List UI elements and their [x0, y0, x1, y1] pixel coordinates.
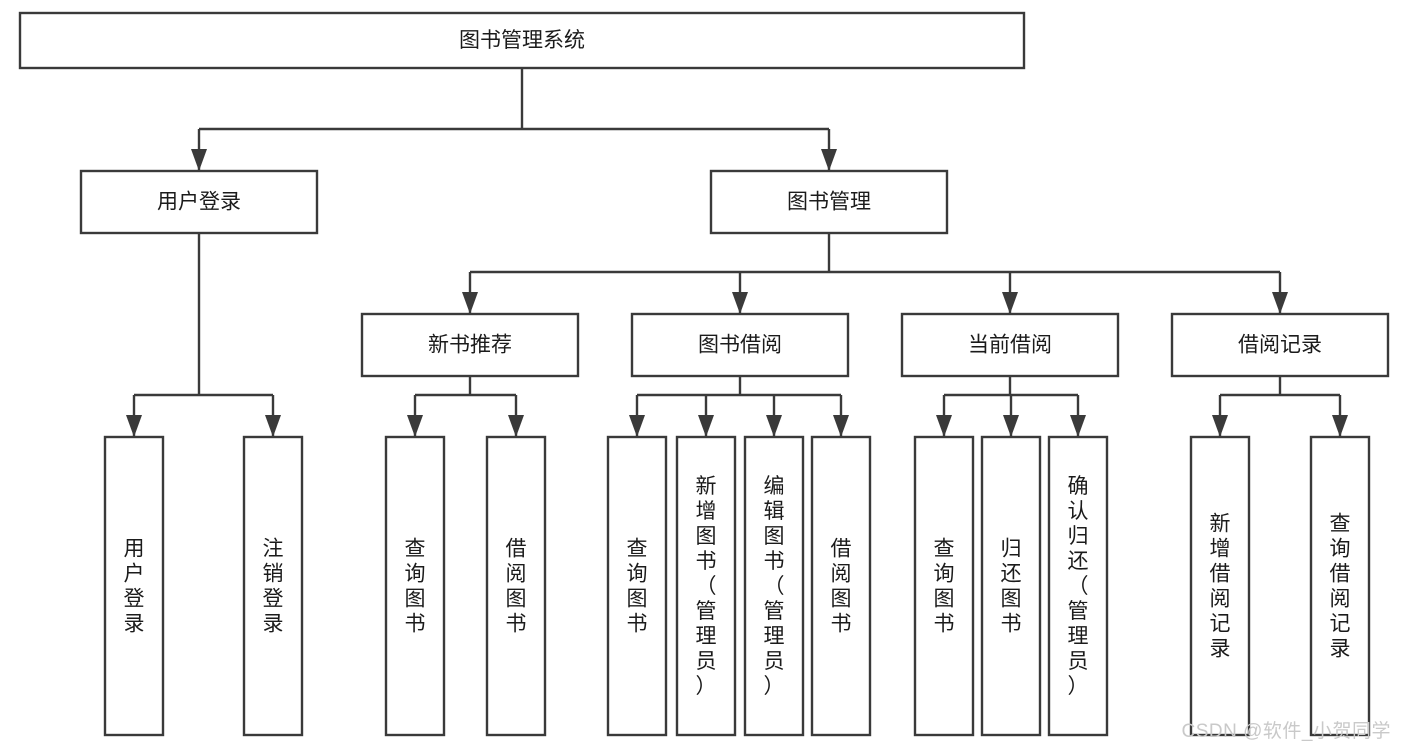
node-leaf7[interactable]: 编辑图书（管理员） [743, 435, 805, 737]
node-label: 图书借阅 [698, 334, 782, 357]
node-label: 查询图书 [934, 538, 955, 636]
node-box [606, 435, 668, 737]
node-label: 借阅图书 [506, 538, 527, 636]
node-box [79, 169, 319, 235]
node-root[interactable]: 图书管理系统 [18, 11, 1026, 70]
arrow-head-icon [1003, 415, 1019, 437]
node-label: 归还图书 [1001, 538, 1022, 636]
node-box [103, 435, 165, 737]
arrow-head-icon [407, 415, 423, 437]
node-box [1189, 435, 1251, 737]
node-label: 图书管理系统 [459, 29, 585, 52]
node-leaf5[interactable]: 查询图书 [606, 435, 668, 737]
arrow-head-icon [462, 292, 478, 314]
arrow-head-icon [833, 415, 849, 437]
node-label: 图书管理 [787, 191, 871, 214]
node-label: 编辑图书（管理员） [764, 475, 785, 698]
arrow-head-icon [821, 149, 837, 171]
node-current[interactable]: 当前借阅 [900, 312, 1120, 378]
watermark-text: CSDN @软件_小贺同学 [1181, 721, 1391, 742]
arrow-head-icon [936, 415, 952, 437]
arrow-head-icon [508, 415, 524, 437]
arrow-head-icon [126, 415, 142, 437]
node-leaf12[interactable]: 新增借阅记录 [1189, 435, 1251, 737]
node-label: 新增借阅记录 [1210, 513, 1231, 661]
node-label: 确认归还（管理员） [1068, 475, 1089, 698]
arrow-head-icon [1212, 415, 1228, 437]
node-label: 查询借阅记录 [1330, 513, 1351, 661]
node-leaf11[interactable]: 确认归还（管理员） [1047, 435, 1109, 737]
arrow-head-icon [1002, 292, 1018, 314]
node-label: 查询图书 [405, 538, 426, 636]
node-leaf1[interactable]: 用户登录 [103, 435, 165, 737]
arrow-head-icon [1272, 292, 1288, 314]
node-label: 借阅图书 [831, 538, 852, 636]
node-box [485, 435, 547, 737]
node-box [360, 312, 580, 378]
node-box [810, 435, 872, 737]
node-box [709, 169, 949, 235]
node-label: 注销登录 [263, 538, 284, 636]
node-label: 新增图书（管理员） [696, 475, 717, 698]
arrow-head-icon [1070, 415, 1086, 437]
node-box [675, 435, 737, 737]
node-box [630, 312, 850, 378]
node-leaf10[interactable]: 归还图书 [980, 435, 1042, 737]
node-bookmgmt[interactable]: 图书管理 [709, 169, 949, 235]
node-leaf8[interactable]: 借阅图书 [810, 435, 872, 737]
node-box [242, 435, 304, 737]
arrow-head-icon [1332, 415, 1348, 437]
node-box [1047, 435, 1109, 737]
node-leaf6[interactable]: 新增图书（管理员） [675, 435, 737, 737]
arrow-head-icon [698, 415, 714, 437]
arrow-head-icon [191, 149, 207, 171]
arrow-head-icon [732, 292, 748, 314]
node-box [913, 435, 975, 737]
node-box [1170, 312, 1390, 378]
node-box [384, 435, 446, 737]
node-label: 用户登录 [124, 538, 145, 636]
arrow-head-icon [766, 415, 782, 437]
node-label: 新书推荐 [428, 334, 512, 357]
node-box [18, 11, 1026, 70]
node-borrow[interactable]: 图书借阅 [630, 312, 850, 378]
node-leaf3[interactable]: 查询图书 [384, 435, 446, 737]
node-records[interactable]: 借阅记录 [1170, 312, 1390, 378]
node-box [743, 435, 805, 737]
node-label: 用户登录 [157, 191, 241, 214]
node-box [980, 435, 1042, 737]
node-box [900, 312, 1120, 378]
arrow-head-icon [629, 415, 645, 437]
node-leaf13[interactable]: 查询借阅记录 [1309, 435, 1371, 737]
node-label: 查询图书 [627, 538, 648, 636]
node-leaf2[interactable]: 注销登录 [242, 435, 304, 737]
node-login[interactable]: 用户登录 [79, 169, 319, 235]
node-newbook[interactable]: 新书推荐 [360, 312, 580, 378]
arrow-head-icon [265, 415, 281, 437]
node-leaf9[interactable]: 查询图书 [913, 435, 975, 737]
node-label: 当前借阅 [968, 334, 1052, 357]
node-label: 借阅记录 [1238, 334, 1322, 357]
node-box [1309, 435, 1371, 737]
node-leaf4[interactable]: 借阅图书 [485, 435, 547, 737]
